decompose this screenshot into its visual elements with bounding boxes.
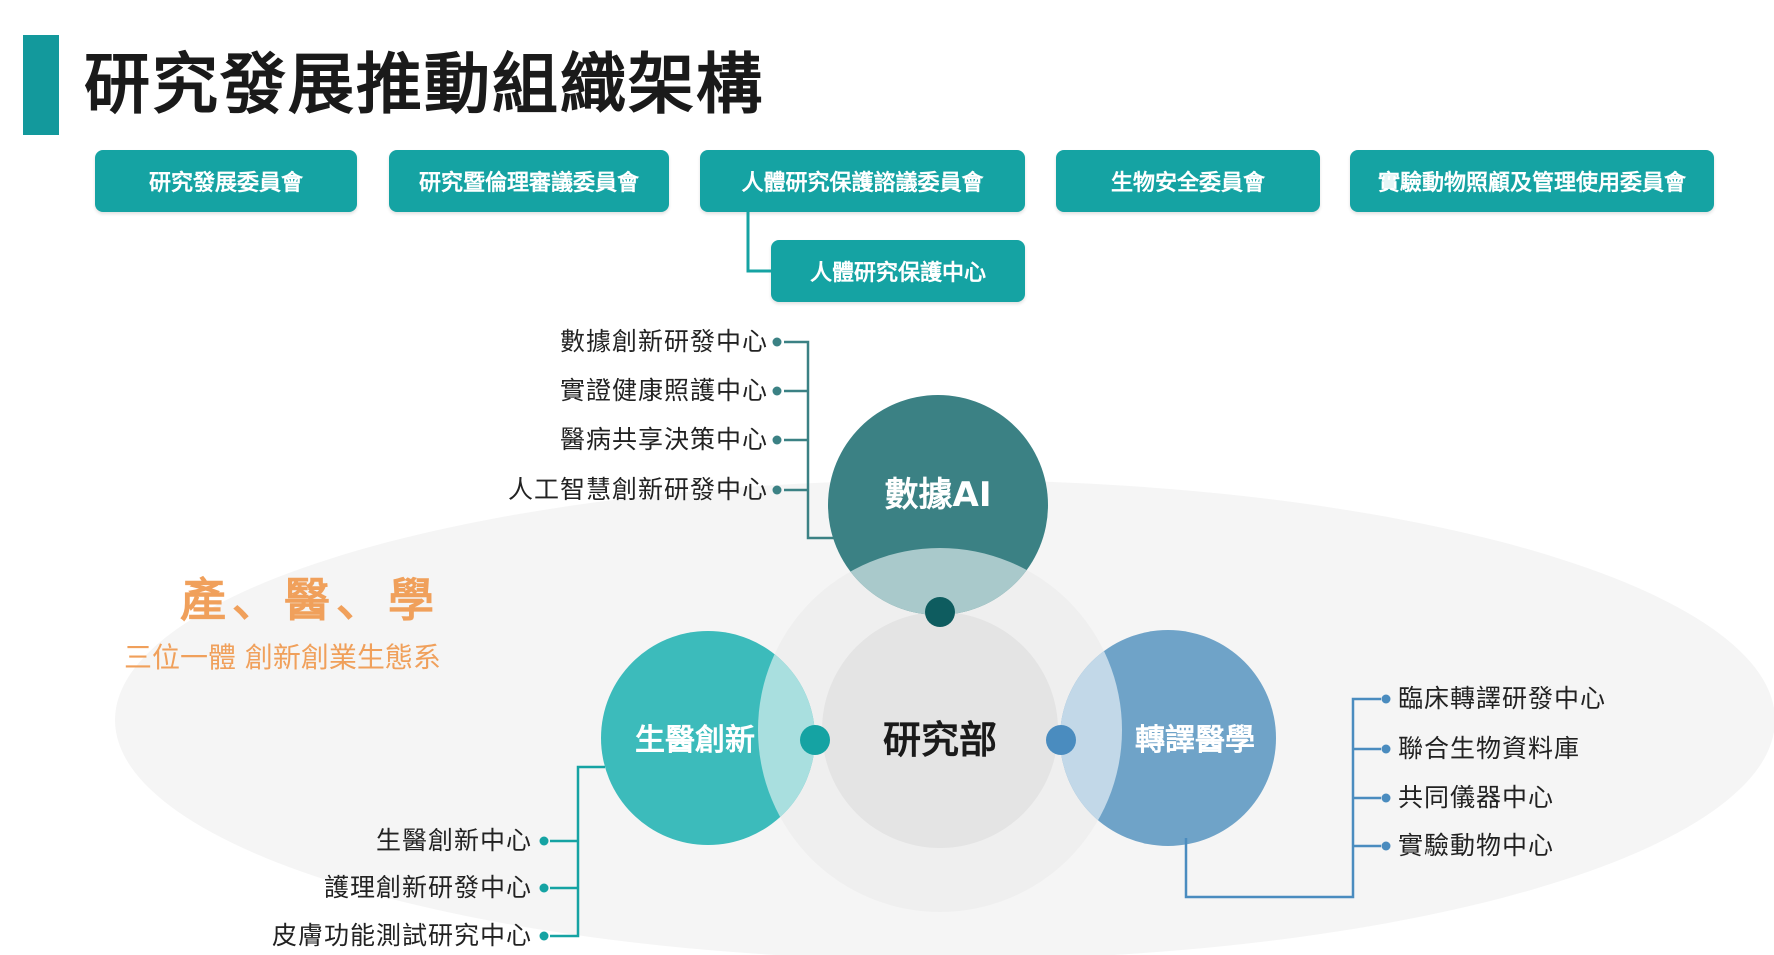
title-accent-bar (23, 35, 59, 135)
list-item: 聯合生物資料庫 (1398, 734, 1581, 763)
data-ai-dot (925, 597, 955, 627)
list-item: 醫病共享決策中心 (559, 425, 768, 454)
list-item: 人工智慧創新研發中心 (507, 475, 768, 504)
list-item: 實驗動物中心 (1398, 831, 1555, 860)
committee-rd: 研究發展委員會 (95, 150, 357, 212)
human-research-protection-center: 人體研究保護中心 (771, 240, 1025, 302)
biomed-label: 生醫創新 (635, 723, 755, 758)
translational-label: 轉譯醫學 (1135, 723, 1255, 758)
list-item: 皮膚功能測試研究中心 (271, 921, 532, 950)
translational-dot (1046, 725, 1076, 755)
committee-human-research: 人體研究保護諮議委員會 (700, 150, 1025, 212)
list-item: 臨床轉譯研發中心 (1398, 684, 1607, 713)
list-item: 護理創新研發中心 (323, 873, 532, 902)
list-item: 共同儀器中心 (1398, 783, 1555, 812)
list-item: 生醫創新中心 (375, 826, 532, 855)
committee-connector (746, 212, 771, 273)
list-item: 實證健康照護中心 (559, 376, 768, 405)
biomed-circle (601, 631, 815, 845)
page-title: 研究發展推動組織架構 (84, 46, 764, 123)
data-ai-bracket (784, 340, 837, 540)
translational-bracket (1184, 697, 1381, 899)
slogan-sub: 三位一體 創新創業生態系 (124, 641, 441, 674)
center-circle (822, 612, 1058, 848)
data-ai-label: 數據AI (884, 475, 992, 515)
committee-animal-care: 實驗動物照顧及管理使用委員會 (1350, 150, 1714, 212)
committee-ethics: 研究暨倫理審議委員會 (389, 150, 669, 212)
slogan-main: 產、醫、學 (180, 573, 440, 627)
research-department-label: 研究部 (882, 718, 997, 762)
list-item: 數據創新研發中心 (559, 327, 768, 356)
committee-biosafety: 生物安全委員會 (1056, 150, 1320, 212)
biomed-dot (800, 725, 830, 755)
biomed-bracket (550, 765, 605, 938)
